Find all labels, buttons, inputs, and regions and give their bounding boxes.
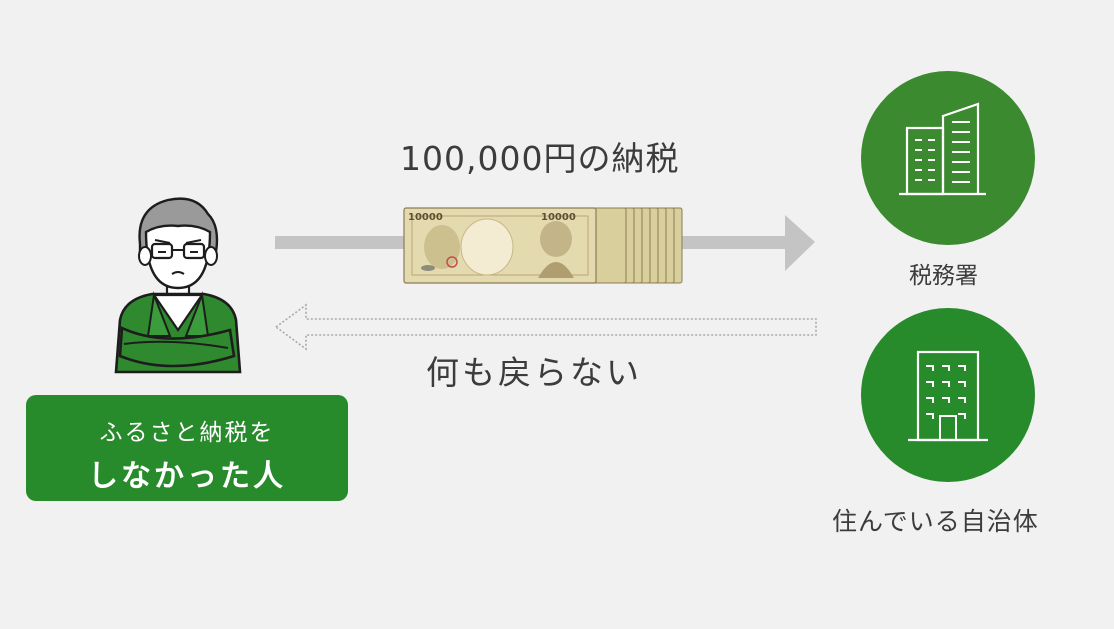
person-badge: ふるさと納税を しなかった人 <box>26 395 348 501</box>
municipality-building-icon <box>861 308 1035 482</box>
municipality-label: 住んでいる自治体 <box>832 507 1039 536</box>
person-crossed-arms-icon <box>114 197 242 374</box>
person-badge-line1: ふるさと納税を <box>99 420 275 446</box>
return-arrow-dotted <box>274 303 817 351</box>
banknote-denomination: 10000 <box>408 212 443 223</box>
tax-office-building-icon <box>861 71 1035 245</box>
banknote-stack-icon: 10000 10000 <box>403 207 683 284</box>
banknote-denomination-right: 10000 <box>541 212 576 223</box>
nothing-returned-label: 何も戻らない <box>426 353 642 392</box>
tax-office-label: 税務署 <box>909 263 978 289</box>
tax-payment-label: 100,000円の納税 <box>400 139 680 178</box>
person-badge-line2: しなかった人 <box>88 459 286 494</box>
